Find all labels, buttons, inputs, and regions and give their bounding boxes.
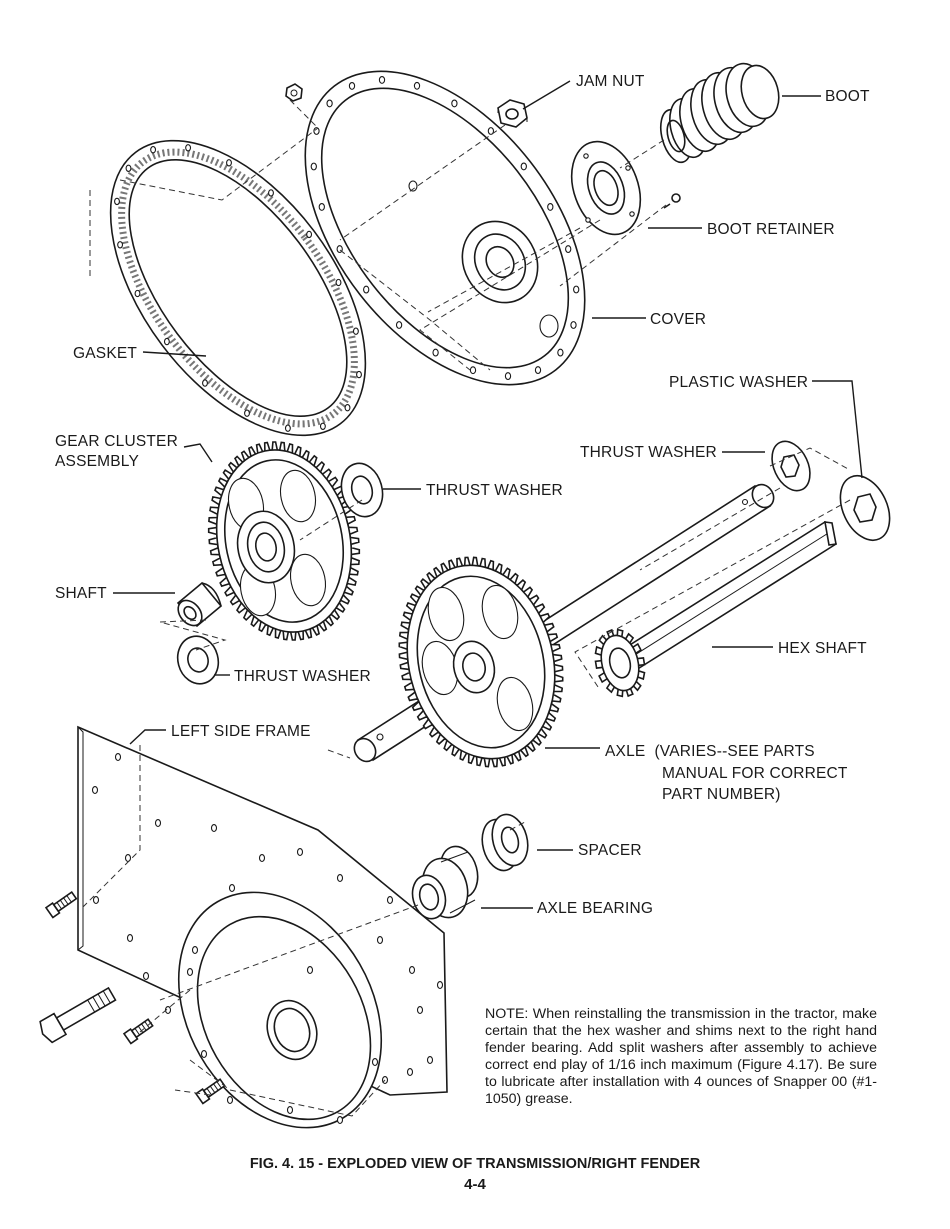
part-labels: JAM NUT BOOT BOOT RETAINER COVER GASKET … (55, 73, 870, 917)
gasket-part (109, 139, 367, 437)
label-gear-cluster: GEAR CLUSTER (55, 433, 178, 450)
label-thrust-washer-low: THRUST WASHER (234, 668, 371, 685)
axle-gear-part (398, 556, 564, 768)
gear-cluster-part (207, 441, 361, 641)
retainer-screw-part (663, 193, 681, 209)
alignment-lines (79, 99, 851, 1117)
label-hex-shaft: HEX SHAFT (778, 640, 867, 657)
label-axle-line3: PART NUMBER) (662, 786, 781, 803)
spacer-part (481, 813, 529, 872)
boot-part (659, 62, 780, 164)
thrust-washer-right-part (771, 440, 811, 492)
hex-shaft-part (594, 520, 838, 698)
plastic-washer-part (839, 475, 891, 541)
leader-lines (113, 80, 863, 909)
installation-note: NOTE: When reinstalling the transmission… (485, 1006, 877, 1107)
label-axle-bearing: AXLE BEARING (537, 900, 653, 917)
label-plastic-washer: PLASTIC WASHER (669, 374, 808, 391)
label-gear-cluster-assembly: ASSEMBLY (55, 453, 139, 470)
label-axle-line2: MANUAL FOR CORRECT (662, 765, 848, 782)
small-nut-part (285, 83, 303, 102)
shaft-part (176, 581, 223, 628)
page-number: 4-4 (464, 1176, 486, 1193)
jam-nut-part (497, 99, 528, 128)
label-shaft: SHAFT (55, 585, 107, 602)
label-axle: AXLE (VARIES--SEE PARTS (605, 743, 815, 760)
label-thrust-washer-right: THRUST WASHER (580, 444, 717, 461)
label-thrust-washer-mid: THRUST WASHER (426, 482, 563, 499)
axle-bearing-part (411, 845, 479, 920)
left-side-frame-part (77, 725, 448, 1129)
thrust-washer-mid-part (340, 462, 384, 518)
figure-caption: FIG. 4. 15 - EXPLODED VIEW OF TRANSMISSI… (249, 1156, 701, 1172)
label-spacer: SPACER (578, 842, 642, 859)
label-cover: COVER (650, 311, 706, 328)
label-gasket: GASKET (73, 345, 137, 362)
label-jam-nut: JAM NUT (576, 73, 645, 90)
label-left-side-frame: LEFT SIDE FRAME (171, 723, 311, 740)
boot-retainer-part (570, 140, 642, 236)
thrust-washer-low-part (176, 635, 220, 685)
label-boot: BOOT (825, 88, 870, 105)
label-boot-retainer: BOOT RETAINER (707, 221, 835, 238)
